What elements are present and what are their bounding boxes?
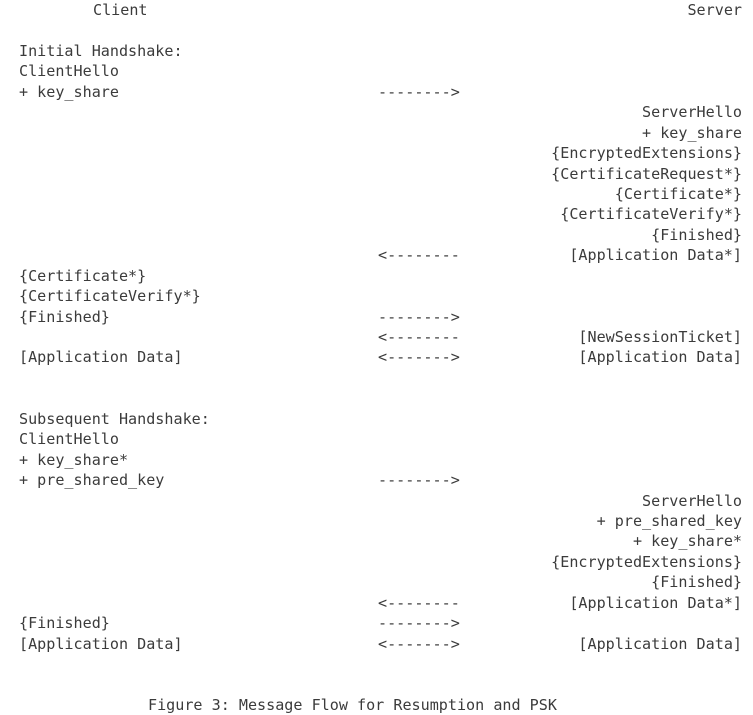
message-row: <-------- [Application Data*] [0, 593, 753, 613]
client-message: + pre_shared_key [19, 471, 165, 490]
flow-arrow: --------> [378, 82, 460, 101]
client-message: + key_share [19, 82, 119, 101]
participant-server-label: Server [687, 1, 742, 19]
message-row: + key_share* [0, 450, 753, 470]
client-message: {CertificateVerify*} [19, 287, 201, 306]
message-row: {Certificate*} [0, 266, 753, 286]
message-row: ClientHello [0, 429, 753, 449]
message-row: {EncryptedExtensions} [0, 552, 753, 572]
message-row: <-------- [NewSessionTicket] [0, 327, 753, 347]
client-message: ClientHello [19, 430, 119, 449]
flow-arrow: --------> [378, 614, 460, 633]
server-message: {Certificate*} [614, 184, 742, 203]
figure-caption: Figure 3: Message Flow for Resumption an… [148, 695, 557, 714]
server-message: {Finished} [651, 225, 742, 244]
message-row: ServerHello [0, 102, 753, 122]
message-row: {Finished} [0, 572, 753, 592]
server-message: [Application Data] [578, 348, 742, 367]
message-row: {EncryptedExtensions} [0, 143, 753, 163]
participant-client-label: Client [93, 1, 148, 19]
message-row: {CertificateRequest*} [0, 164, 753, 184]
server-message: {EncryptedExtensions} [551, 552, 742, 571]
blank-line [0, 388, 753, 408]
message-row: {CertificateVerify*} [0, 286, 753, 306]
server-message: {EncryptedExtensions} [551, 144, 742, 163]
server-message: {CertificateRequest*} [551, 164, 742, 183]
server-message: ServerHello [642, 103, 742, 122]
message-row: {CertificateVerify*} [0, 204, 753, 224]
server-message: {CertificateVerify*} [560, 205, 742, 224]
flow-arrow: <-------- [378, 246, 460, 265]
message-row: [Application Data] <-------> [Application … [0, 634, 753, 654]
flow-arrow: --------> [378, 471, 460, 490]
blank-line [0, 654, 753, 674]
client-message: ClientHello [19, 62, 119, 81]
server-message: ServerHello [642, 491, 742, 510]
blank-line [0, 20, 753, 40]
message-row: ClientHello [0, 61, 753, 81]
section-heading: Subsequent Handshake: [19, 409, 210, 428]
flow-arrow: --------> [378, 307, 460, 326]
message-row: <-------- [Application Data*] [0, 245, 753, 265]
server-message: [Application Data*] [569, 246, 742, 265]
server-message: [Application Data*] [569, 593, 742, 612]
client-message: {Finished} [19, 307, 110, 326]
section-heading-row: Initial Handshake: [0, 41, 753, 61]
flow-arrow: <-------- [378, 328, 460, 346]
server-message: + key_share [642, 123, 742, 142]
figure-caption-row: Figure 3: Message Flow for Resumption an… [0, 695, 753, 715]
blank-line [0, 674, 753, 694]
message-row: + pre_shared_key [0, 511, 753, 531]
server-message: [NewSessionTicket] [578, 328, 742, 346]
blank-line [0, 368, 753, 388]
message-row: + pre_shared_key --------> [0, 470, 753, 490]
message-row: {Finished} [0, 225, 753, 245]
client-message: + key_share* [19, 450, 129, 469]
message-row: [Application Data] <-------> [Application … [0, 347, 753, 367]
flow-arrow: <-------- [378, 593, 460, 612]
client-message: {Certificate*} [19, 266, 147, 285]
message-row: {Certificate*} [0, 184, 753, 204]
section-heading: Initial Handshake: [19, 41, 183, 60]
message-row: {Finished} --------> [0, 613, 753, 633]
message-row: {Finished} --------> [0, 307, 753, 327]
message-row: + key_share --------> [0, 82, 753, 102]
client-message: {Finished} [19, 614, 110, 633]
server-message: + pre_shared_key [596, 511, 742, 530]
section-heading-row: Subsequent Handshake: [0, 409, 753, 429]
server-message: + key_share* [632, 532, 742, 551]
client-message: [Application Data] [19, 348, 183, 367]
participants-row: Client Server [0, 0, 753, 20]
server-message: [Application Data] [578, 634, 742, 653]
server-message: {Finished} [651, 573, 742, 592]
flow-arrow: <-------> [378, 634, 460, 653]
message-row: + key_share* [0, 531, 753, 551]
flow-arrow: <-------> [378, 348, 460, 367]
message-row: + key_share [0, 123, 753, 143]
message-row: ServerHello [0, 491, 753, 511]
client-message: [Application Data] [19, 634, 183, 653]
